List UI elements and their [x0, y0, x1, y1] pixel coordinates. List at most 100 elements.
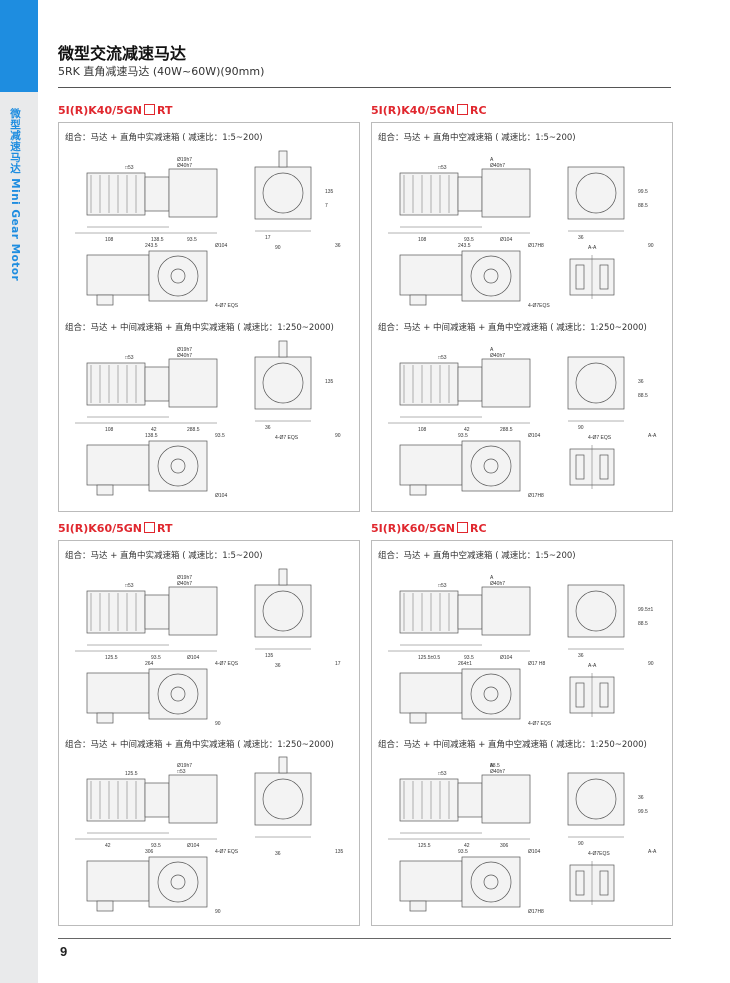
dimension-label: A [490, 347, 494, 353]
dimension-label: 93.5 [458, 433, 468, 439]
dimension-label: 99.5±1 [638, 607, 653, 613]
motor-body [86, 590, 146, 634]
drawing-panel-k40-rc: 组合：马达 + 直角中空减速箱 ( 减速比：1:5~200) 组合：马达 + 中… [371, 122, 673, 512]
dimension-label: A-A [648, 433, 657, 439]
motor-bottom-view [86, 672, 150, 714]
motor-bottom-view [399, 444, 463, 486]
bearing [575, 454, 585, 480]
dimension-label: 4-Ø7 EQS [528, 721, 552, 727]
motor-body [399, 590, 459, 634]
panel-caption: 组合：马达 + 直角中实减速箱 ( 减速比：1:5~200) [65, 133, 263, 143]
shaft-bore [170, 268, 186, 284]
dimension-label: 42 [105, 843, 111, 849]
dimension-label: 42 [464, 427, 470, 433]
sidebar: 微型减速马达 Mini Gear Motor [0, 0, 38, 983]
dimension-label: 36 [638, 795, 644, 801]
motor-body [399, 172, 459, 216]
dimension-label: 90 [578, 425, 584, 431]
end-view-circle [262, 590, 304, 632]
page-number: 9 [60, 944, 68, 959]
panel-caption: 组合：马达 + 中间减速箱 + 直角中空减速箱 ( 减速比：1:250~2000… [378, 323, 647, 333]
dimension-label: 36 [578, 653, 584, 659]
right-angle-gearbox [481, 586, 531, 636]
dimension-label: 306 [145, 849, 154, 855]
dimension-label: 93.5 [215, 433, 225, 439]
dimension-label: 108 [418, 237, 427, 243]
dimension-label: Ø104 [528, 849, 540, 855]
dimension-label: A [490, 157, 494, 163]
drawing-panel-k60-rc: 组合：马达 + 直角中空减速箱 ( 减速比：1:5~200) 组合：马达 + 中… [371, 540, 673, 926]
terminal-box [409, 294, 427, 306]
dimension-label: Ø19h7 [177, 575, 192, 581]
dimension-label: Ø104 [215, 243, 227, 249]
dimension-label: 93.5 [187, 237, 197, 243]
end-view-circle [575, 778, 617, 820]
dimension-label: 36 [638, 379, 644, 385]
right-angle-gearbox [168, 586, 218, 636]
shaft-bore [483, 268, 499, 284]
right-angle-gearbox [168, 358, 218, 408]
dimension-label: 125.5 [418, 843, 431, 849]
dimension-label: 108 [418, 427, 427, 433]
motor-bottom-view [399, 254, 463, 296]
dimension-label: 42 [151, 427, 157, 433]
dimension-label: Ø17 H8 [528, 661, 545, 667]
dimension-label: 36 [265, 425, 271, 431]
dimension-label: 125.5±0.5 [418, 655, 440, 661]
dimension-label: □53 [125, 355, 134, 361]
dimension-label: 17 [265, 235, 271, 241]
dimension-label: □53 [177, 769, 186, 775]
dimension-label: 36 [335, 243, 341, 249]
motor-body [399, 362, 459, 406]
motor-body [86, 362, 146, 406]
dimension-label: 135 [335, 849, 344, 855]
dimension-label: 135 [325, 379, 334, 385]
dimension-label: 4-Ø7EQS [588, 851, 610, 857]
dimension-label: 4-Ø7 EQS [275, 435, 299, 441]
dimension-label: Ø17H8 [528, 493, 544, 499]
dimension-label: Ø19h7 [177, 763, 192, 769]
sidebar-label: 微型减速马达 Mini Gear Motor [9, 108, 21, 282]
dimension-label: 90 [648, 243, 654, 249]
dimension-label: Ø104 [500, 655, 512, 661]
dimension-label: □53 [438, 583, 447, 589]
dimension-label: Ø19h7 [177, 157, 192, 163]
dimension-label: 264±1 [458, 661, 472, 667]
shaft-bore [170, 458, 186, 474]
panel-caption: 组合：马达 + 直角中实减速箱 ( 减速比：1:5~200) [65, 551, 263, 561]
bearing [575, 682, 585, 708]
shaft-bore [483, 458, 499, 474]
dimension-label: 90 [648, 661, 654, 667]
gearbox-flange [144, 176, 170, 212]
dimension-label: 288.5 [187, 427, 200, 433]
right-angle-gearbox [481, 168, 531, 218]
end-view-circle [262, 778, 304, 820]
output-shaft [278, 150, 288, 168]
motor-bottom-view [86, 254, 150, 296]
dimension-label: □53 [125, 583, 134, 589]
dimension-label: 42 [464, 843, 470, 849]
page-title: 微型交流减速马达 [58, 44, 187, 63]
dimension-label: 90 [275, 245, 281, 251]
dimension-label: 288.5 [500, 427, 513, 433]
footer-divider [58, 938, 671, 939]
panel-caption: 组合：马达 + 直角中空减速箱 ( 减速比：1:5~200) [378, 551, 576, 561]
motor-bottom-view [86, 444, 150, 486]
dimension-label: Ø17H8 [528, 909, 544, 915]
motor-body [86, 172, 146, 216]
motor-bottom-view [399, 672, 463, 714]
dimension-label: 93.5 [464, 655, 474, 661]
motor-bottom-view [86, 860, 150, 902]
dimension-label: 4-Ø7 EQS [215, 661, 239, 667]
dimension-label: 108 [105, 427, 114, 433]
dimension-label: 125.5 [125, 771, 138, 777]
drawing-panel-k40-rt: 组合：马达 + 直角中实减速箱 ( 减速比：1:5~200) 组合：马达 + 中… [58, 122, 360, 512]
gearbox-flange [457, 366, 483, 402]
motor-body [86, 778, 146, 822]
